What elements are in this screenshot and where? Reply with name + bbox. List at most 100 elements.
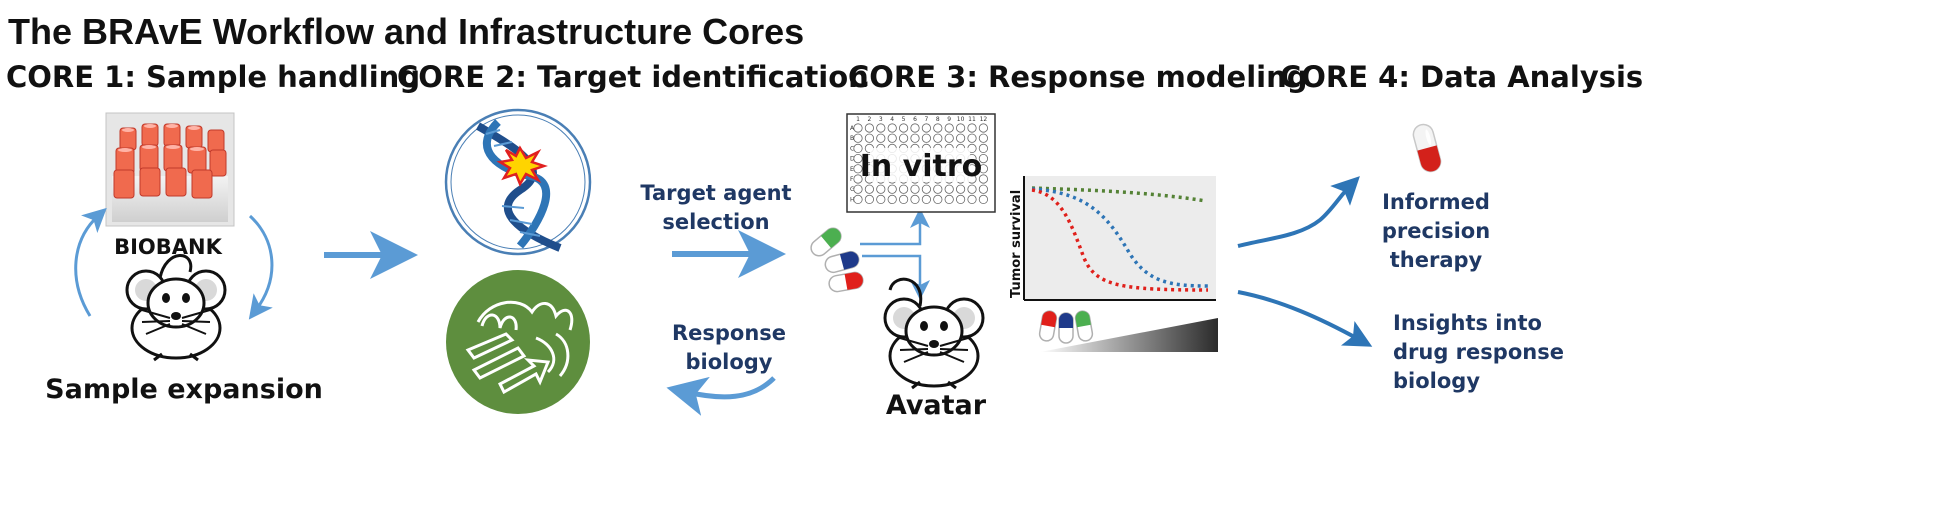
plate-well	[955, 194, 966, 204]
plate-row-label: G	[850, 186, 855, 193]
plate-well	[967, 184, 977, 194]
arrow-to-in-vitro	[860, 208, 930, 246]
plate-column-label: 5	[902, 116, 906, 123]
plate-well	[910, 194, 920, 204]
plate-row-label: E	[850, 166, 854, 173]
plate-well	[853, 164, 863, 174]
mouse-icon	[125, 254, 227, 362]
plate-well	[853, 133, 863, 143]
response-label-line1: Response	[672, 321, 786, 345]
plate-well	[853, 154, 863, 164]
plate-well	[887, 123, 897, 133]
pill-group-icon	[810, 227, 864, 293]
protein-icon	[446, 270, 590, 414]
plate-well	[978, 123, 989, 133]
plate-well	[921, 123, 932, 133]
arrow-to-avatar	[862, 254, 930, 300]
plate-well	[898, 194, 909, 204]
cycle-arrow-down	[248, 214, 274, 320]
target-agent-label-line1: Target agent	[640, 181, 791, 205]
arrow-response-biology	[666, 376, 776, 416]
plate-well	[944, 184, 954, 194]
curve-green	[1031, 186, 1207, 203]
plate-row-label: H	[850, 196, 855, 203]
plate-column-label: 6	[913, 116, 917, 123]
informed-label-line1: Informed	[1382, 190, 1490, 214]
biobank-photo	[105, 112, 235, 227]
plate-well	[876, 123, 886, 133]
plate-well	[898, 123, 909, 133]
plate-column-label: 4	[890, 116, 894, 123]
y-axis-label: Tumor survival	[1009, 190, 1024, 298]
plate-well	[864, 184, 875, 194]
plate-well	[921, 184, 932, 194]
plate-well	[978, 154, 989, 164]
plate-column-label: 1	[856, 116, 860, 123]
arrow-to-insights	[1237, 290, 1373, 347]
plate-well	[876, 133, 886, 143]
avatar-mouse-icon	[883, 277, 985, 390]
plate-well	[978, 184, 989, 194]
capsule-icon	[1412, 123, 1442, 173]
plate-column-label: 7	[924, 116, 928, 123]
plate-row-label: A	[850, 125, 855, 132]
plate-column-label: 12	[980, 116, 988, 123]
biobank-label: BIOBANK	[114, 235, 223, 259]
plate-well	[978, 174, 989, 184]
dna-icon	[444, 108, 592, 256]
plate-well	[933, 184, 943, 194]
plate-well	[853, 123, 863, 133]
small-pills-icon	[1038, 310, 1094, 344]
plate-well	[967, 194, 977, 204]
diagram-title: The BRAvE Workflow and Infrastructure Co…	[8, 11, 804, 52]
plate-column-label: 8	[936, 116, 940, 123]
plate-well	[898, 133, 909, 143]
plate-well	[967, 133, 977, 143]
insights-label-line2: drug response	[1393, 340, 1564, 364]
plate-column-label: 10	[957, 116, 965, 123]
plate-well	[978, 164, 989, 174]
plate-well	[944, 123, 954, 133]
plate-well	[887, 194, 897, 204]
core1-heading: CORE 1: Sample handling	[6, 60, 420, 94]
plate-well	[876, 184, 886, 194]
plate-well	[853, 174, 863, 184]
dose-response-plot: Tumor survival	[1009, 176, 1216, 301]
in-vitro-label: In vitro	[860, 149, 983, 184]
plate-row-label: D	[850, 156, 855, 163]
plate-well	[978, 143, 989, 153]
plate-well	[853, 184, 863, 194]
plate-column-label: 3	[879, 116, 883, 123]
plate-well	[921, 194, 932, 204]
plate-well	[898, 184, 909, 194]
plate-column-label: 9	[947, 116, 951, 123]
sample-expansion-label: Sample expansion	[45, 374, 323, 405]
informed-label-line3: therapy	[1390, 248, 1483, 272]
plate-well	[887, 133, 897, 143]
plate-well	[910, 133, 920, 143]
plate-well	[853, 194, 863, 204]
plate-well	[910, 123, 920, 133]
insights-label-line1: Insights into	[1393, 311, 1542, 335]
plate-column-label: 11	[968, 116, 976, 123]
plate-well	[887, 184, 897, 194]
plate-well	[944, 133, 954, 143]
informed-label-line2: precision	[1382, 219, 1490, 243]
plate-well	[864, 133, 875, 143]
plate-well	[933, 123, 943, 133]
core2-heading: CORE 2: Target identification	[397, 60, 869, 94]
plate-well	[955, 184, 966, 194]
plate-well	[853, 143, 863, 153]
plate-well	[978, 194, 989, 204]
dose-gradient-wedge	[1040, 318, 1218, 352]
plate-row-label: F	[850, 176, 854, 183]
target-agent-label-line2: selection	[662, 210, 769, 234]
plate-well	[944, 194, 954, 204]
plate-well	[876, 194, 886, 204]
plate-well	[955, 133, 966, 143]
core4-heading: CORE 4: Data Analysis	[1280, 60, 1643, 94]
plate-row-label: C	[850, 145, 854, 152]
plate-well	[933, 194, 943, 204]
